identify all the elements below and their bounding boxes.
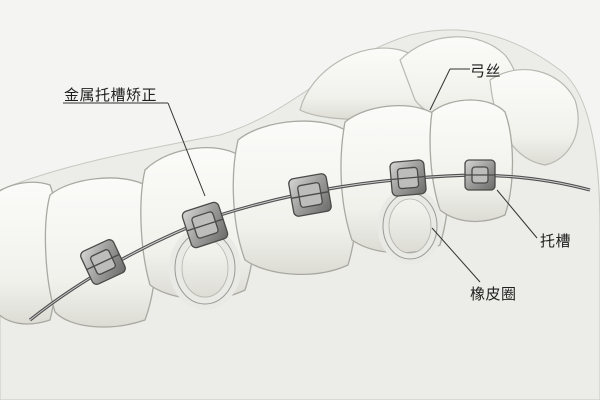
bracket-icon	[80, 159, 496, 285]
label-metal-braces: 金属托槽矫正	[64, 86, 158, 104]
label-archwire: 弓丝	[470, 62, 502, 80]
label-elastic-ring: 橡皮圈	[470, 285, 517, 303]
leader-lines	[63, 68, 538, 283]
tooth-icon	[0, 99, 514, 328]
label-bracket: 托槽	[540, 232, 572, 250]
